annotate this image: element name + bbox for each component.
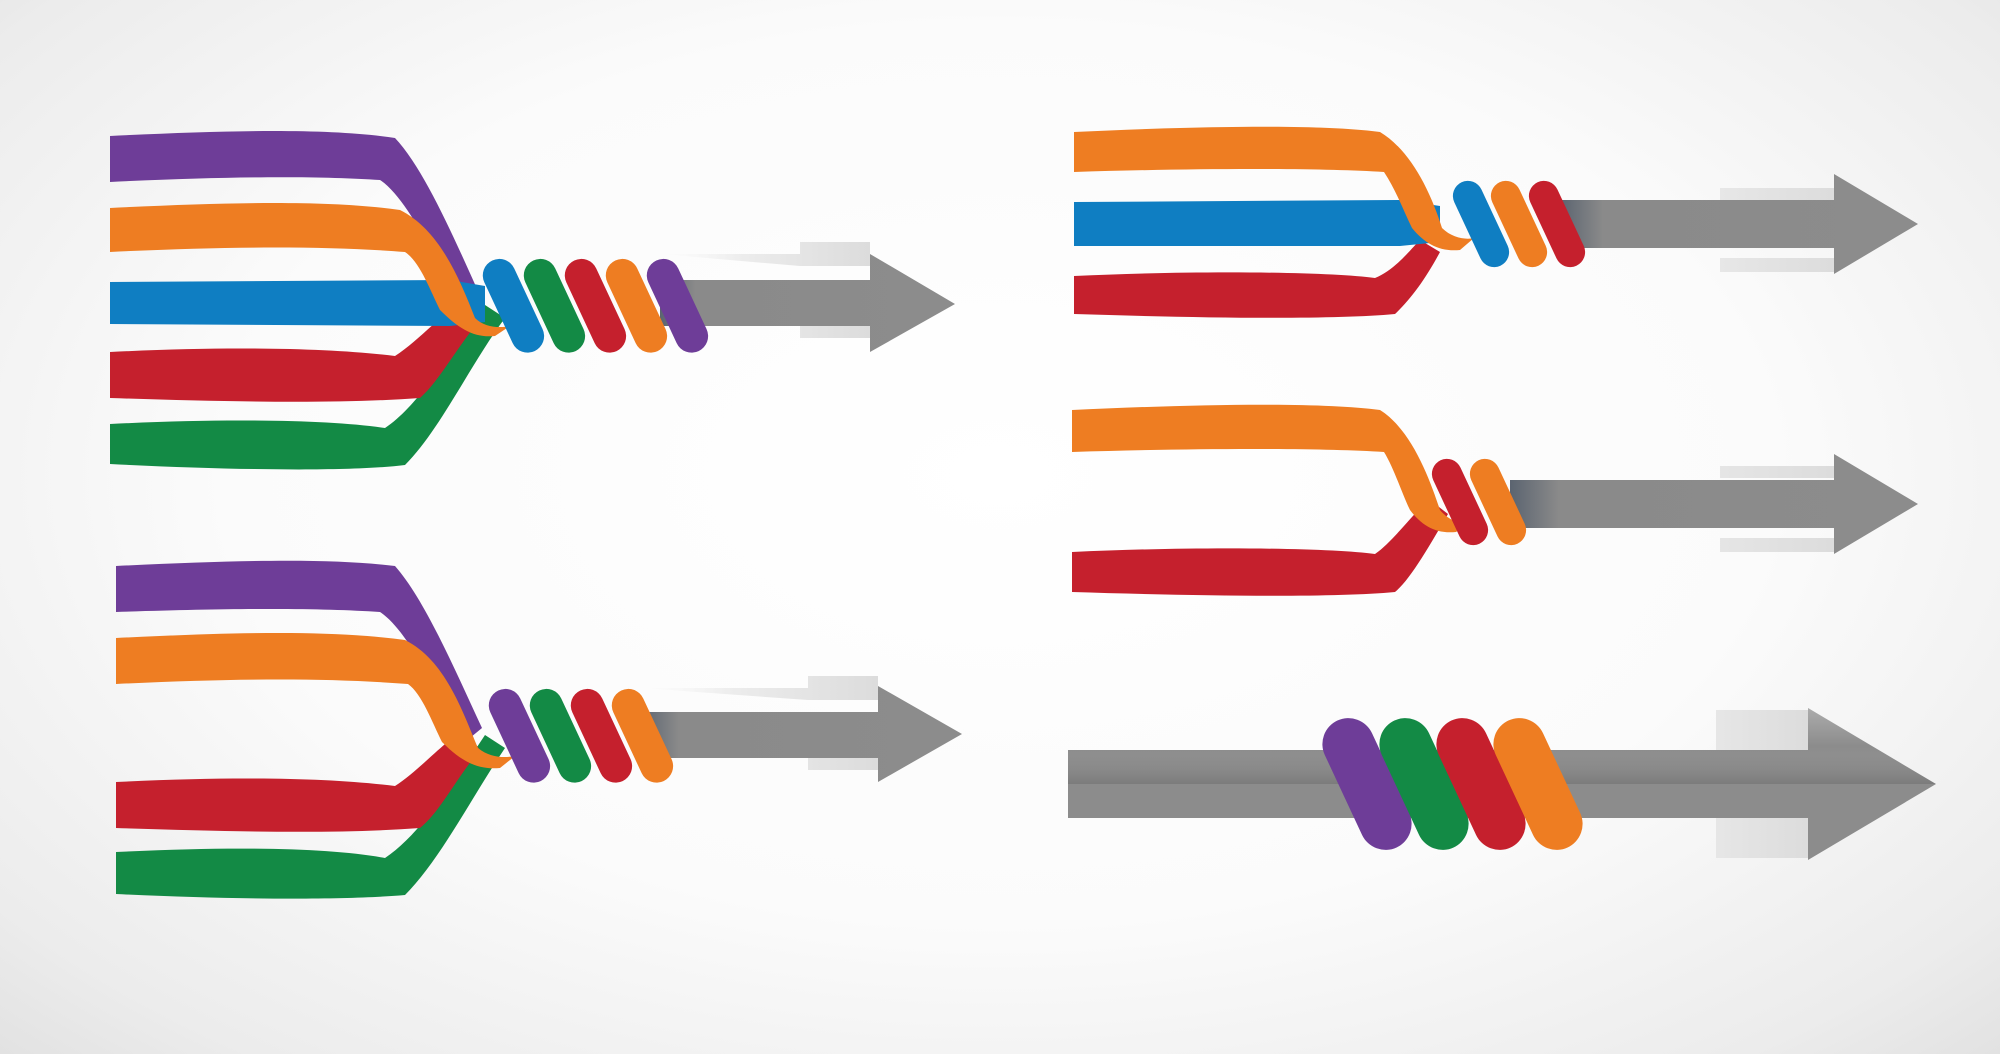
strand-purple	[110, 131, 482, 315]
binding-rings	[1322, 718, 1583, 850]
arrow-gray	[1560, 174, 1918, 274]
strand-blue	[1074, 200, 1440, 246]
strand-orange	[1074, 126, 1474, 251]
diagram-merge-three	[1074, 126, 1918, 318]
strand-red	[110, 300, 480, 402]
binding-rings	[488, 688, 674, 783]
strand-red	[1074, 240, 1440, 318]
diagram-merge-four	[116, 560, 962, 899]
strand-orange	[110, 203, 510, 337]
strand-red	[1072, 500, 1448, 596]
strand-purple	[116, 560, 482, 742]
binding-rings	[482, 258, 709, 353]
arrow-gray	[1510, 454, 1918, 554]
diagram-bound-arrow	[1068, 708, 1936, 860]
arrow-gray	[660, 242, 955, 352]
binding-rings	[1431, 458, 1527, 546]
arrow-gray	[640, 676, 962, 782]
strand-blue	[110, 280, 485, 326]
binding-rings	[1452, 180, 1586, 268]
strand-red	[116, 730, 480, 832]
strand-orange	[1072, 404, 1470, 533]
diagram-merge-five	[110, 131, 955, 470]
strand-orange	[116, 633, 515, 769]
strand-green	[116, 735, 505, 899]
diagram-merge-two	[1072, 404, 1918, 596]
strand-green	[110, 305, 505, 470]
